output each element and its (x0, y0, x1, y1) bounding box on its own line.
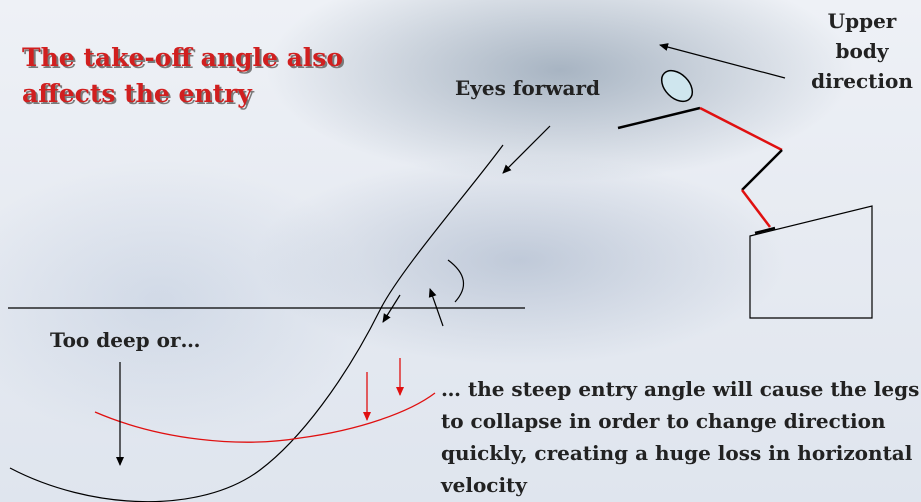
shallow-trajectory (94, 392, 436, 443)
entry-arrow (382, 294, 401, 323)
upper-body-direction-label: Upper body direction (811, 9, 913, 93)
swimmer-torso (699, 106, 783, 152)
deep-trajectory (9, 144, 504, 502)
swimmer-head (660, 69, 694, 103)
slide-title: The take-off angle also affects the entr… (22, 43, 344, 108)
angle-pointer-arrow (428, 288, 444, 327)
swimmer-shin (741, 189, 771, 228)
upper-body-direction-arrow (659, 43, 786, 79)
entry-angle-arc (447, 259, 464, 303)
eyes-forward-arrow (502, 125, 551, 174)
swimmer-thigh (741, 149, 783, 191)
swimmer-arm (617, 106, 701, 130)
eyes-forward-label: Eyes forward (455, 76, 600, 100)
swimmer-figure (617, 69, 783, 235)
too-deep-label: Too deep or… (50, 328, 201, 352)
swimmer-foot (754, 226, 776, 235)
starting-block (749, 205, 873, 319)
entry-caption: … the steep entry angle will cause the l… (441, 377, 920, 497)
